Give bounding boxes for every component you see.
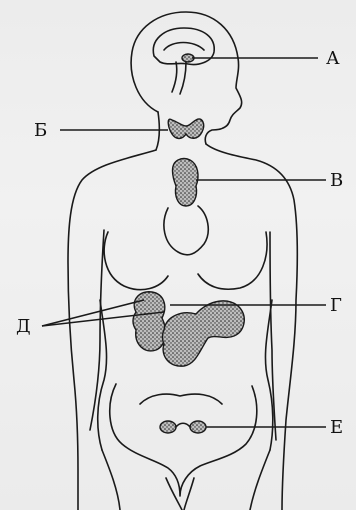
adrenal-gland-left xyxy=(133,292,165,351)
label-g: Г xyxy=(330,295,342,316)
pancreas xyxy=(163,301,245,366)
corpus-callosum xyxy=(164,43,204,51)
uterus xyxy=(176,423,190,427)
ovary-right xyxy=(190,421,206,433)
label-d: Д xyxy=(16,316,31,337)
left-arm-inner xyxy=(90,230,104,430)
heart-outline xyxy=(164,206,208,255)
pelvis-outline xyxy=(110,384,257,496)
thymus-gland xyxy=(173,159,199,207)
thyroid-gland xyxy=(168,119,203,139)
breast-right xyxy=(198,232,267,289)
head-outline xyxy=(131,12,242,144)
ovary-left xyxy=(160,421,176,433)
label-e: Е xyxy=(330,417,343,438)
leader-line-d-1 xyxy=(42,300,144,326)
neck-left xyxy=(156,112,159,150)
leg-left xyxy=(102,450,120,510)
label-a: А xyxy=(326,48,340,69)
label-b: Б xyxy=(34,120,47,141)
pelvis-inner xyxy=(140,394,222,404)
breast-left xyxy=(104,232,168,290)
label-v: В xyxy=(330,170,343,191)
brainstem xyxy=(172,62,186,94)
leg-right xyxy=(250,450,270,510)
